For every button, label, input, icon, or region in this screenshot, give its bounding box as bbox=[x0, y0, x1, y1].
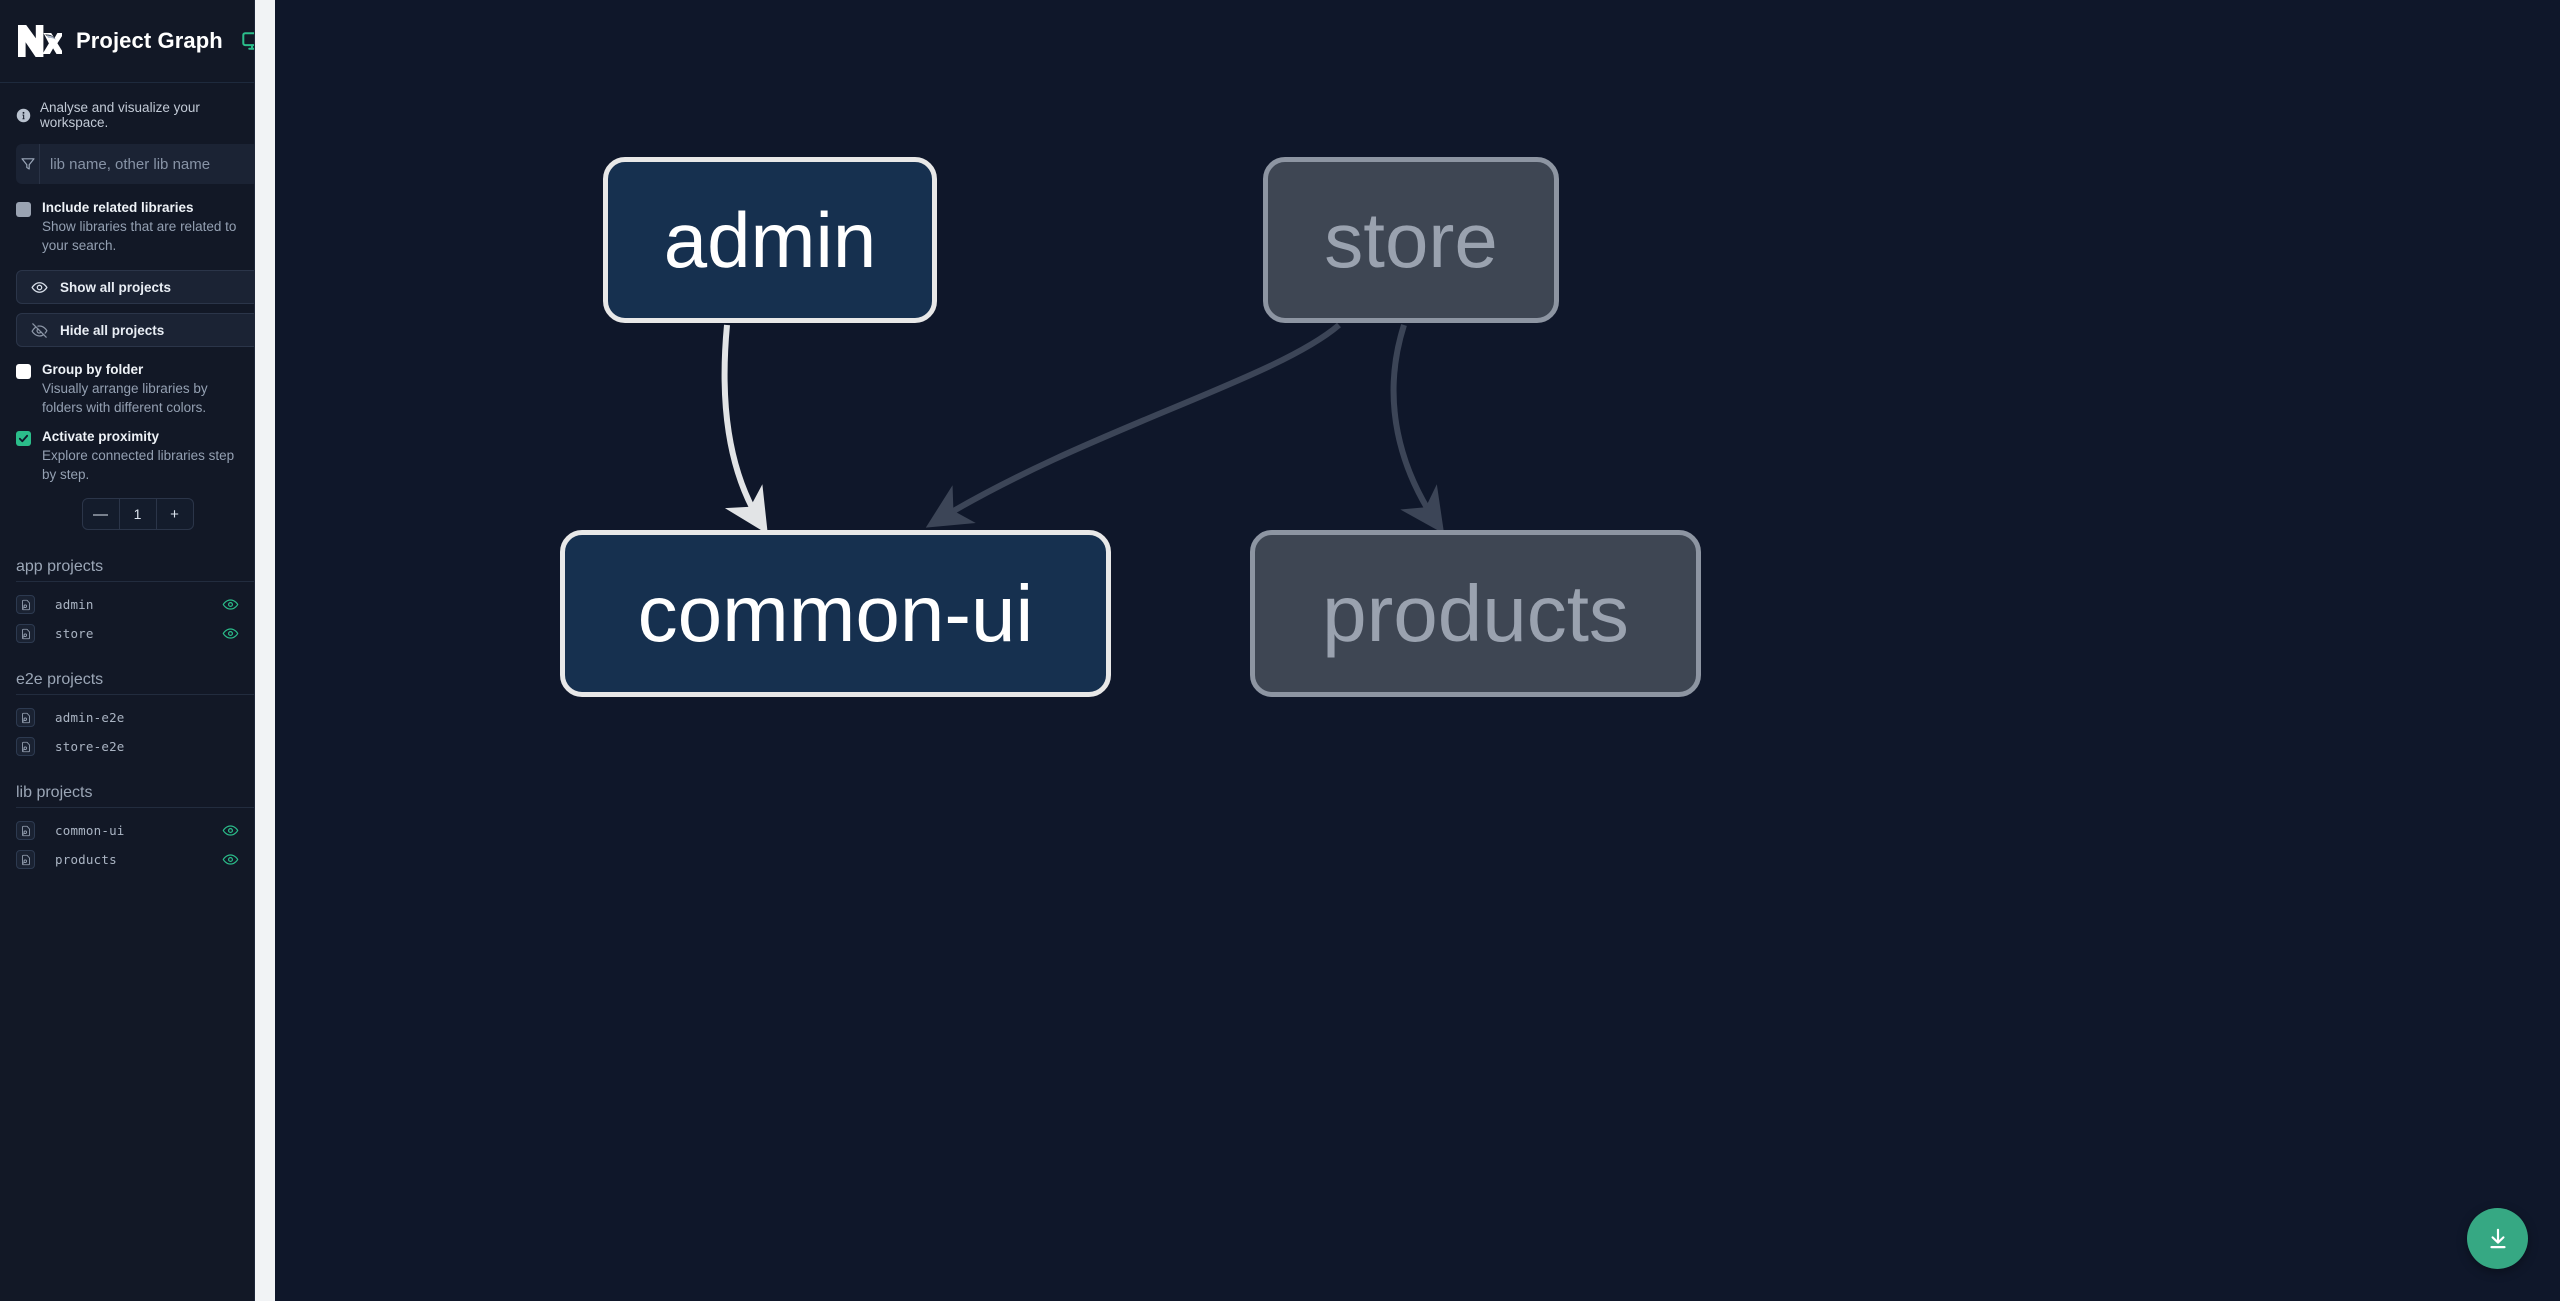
nx-logo-icon bbox=[16, 21, 62, 61]
sidebar: Project Graph Analyse and visualize your… bbox=[0, 0, 275, 1301]
info-icon bbox=[16, 108, 31, 123]
proximity-increment-button[interactable]: + bbox=[157, 499, 193, 529]
eye-off-icon bbox=[31, 322, 48, 339]
checkbox-unchecked-icon[interactable] bbox=[16, 364, 31, 379]
project-name: admin bbox=[55, 597, 94, 612]
project-list-item[interactable]: products bbox=[16, 846, 259, 873]
proximity-decrement-button[interactable]: — bbox=[83, 499, 119, 529]
project-file-icon bbox=[16, 708, 35, 727]
project-visibility-eye-icon[interactable] bbox=[222, 822, 239, 839]
project-visibility-eye-icon[interactable] bbox=[222, 596, 239, 613]
project-group-title: e2e projects bbox=[16, 671, 104, 688]
proximity-stepper[interactable]: — 1 + bbox=[81, 498, 194, 530]
graph-node-common-ui[interactable]: common-ui bbox=[560, 530, 1111, 697]
group-by-folder-label: Group by folder bbox=[42, 362, 144, 377]
sidebar-divider bbox=[254, 0, 255, 1301]
graph-node-products[interactable]: products bbox=[1250, 530, 1701, 697]
sidebar-tagline: Analyse and visualize your workspace. bbox=[0, 83, 275, 144]
activate-proximity-label: Activate proximity bbox=[42, 429, 160, 444]
project-group-title: app projects bbox=[16, 558, 104, 575]
page-title: Project Graph bbox=[76, 28, 223, 53]
download-icon bbox=[2485, 1226, 2511, 1252]
graph-node-label: store bbox=[1324, 195, 1498, 284]
graph-node-label: products bbox=[1322, 568, 1629, 658]
project-file-icon bbox=[16, 595, 35, 614]
stepper-divider bbox=[155, 499, 157, 529]
project-list-item[interactable]: store bbox=[16, 620, 259, 647]
group-by-folder-row[interactable]: Group by folder Visually arrange librari… bbox=[16, 360, 259, 417]
project-name: common-ui bbox=[55, 823, 125, 838]
show-all-projects-button[interactable]: Show all projects bbox=[16, 270, 259, 304]
hide-all-projects-button[interactable]: Hide all projects bbox=[16, 313, 259, 347]
project-visibility-eye-icon[interactable] bbox=[222, 851, 239, 868]
project-file-icon bbox=[16, 737, 35, 756]
activate-proximity-row[interactable]: Activate proximity Explore connected lib… bbox=[16, 427, 259, 484]
include-related-description: Show libraries that are related to your … bbox=[42, 219, 237, 253]
checkbox-unchecked-icon[interactable] bbox=[16, 202, 31, 217]
hide-all-projects-label: Hide all projects bbox=[60, 322, 165, 338]
download-graph-button[interactable] bbox=[2467, 1208, 2528, 1269]
checkbox-checked-icon[interactable] bbox=[16, 431, 31, 446]
project-graph-canvas[interactable]: admin store common-ui products bbox=[275, 0, 2560, 1301]
proximity-value: 1 bbox=[133, 506, 142, 522]
project-name: store bbox=[55, 626, 94, 641]
project-file-icon bbox=[16, 624, 35, 643]
project-list-item[interactable]: admin bbox=[16, 591, 259, 618]
project-list-item[interactable]: common-ui bbox=[16, 817, 259, 844]
stepper-divider bbox=[118, 499, 120, 529]
filter-funnel-icon bbox=[16, 144, 40, 184]
search-input[interactable] bbox=[40, 144, 259, 184]
graph-node-label: common-ui bbox=[637, 568, 1034, 658]
activate-proximity-description: Explore connected libraries step by step… bbox=[42, 448, 235, 482]
graph-edges bbox=[721, 322, 1445, 535]
project-file-icon bbox=[16, 821, 35, 840]
sidebar-header: Project Graph bbox=[0, 0, 275, 83]
divider bbox=[16, 807, 259, 808]
project-list-item[interactable]: store-e2e bbox=[16, 733, 259, 760]
project-name: products bbox=[55, 852, 117, 867]
graph-node-admin[interactable]: admin bbox=[603, 157, 937, 323]
graph-node-label: admin bbox=[663, 195, 877, 284]
search-bar[interactable] bbox=[16, 144, 259, 184]
divider bbox=[16, 694, 259, 695]
sidebar-scrollbar[interactable] bbox=[255, 0, 275, 1301]
group-by-folder-description: Visually arrange libraries by folders wi… bbox=[42, 381, 208, 415]
include-related-libraries-row[interactable]: Include related libraries Show libraries… bbox=[16, 198, 259, 255]
show-all-projects-label: Show all projects bbox=[60, 279, 172, 295]
project-group-title: lib projects bbox=[16, 784, 93, 801]
project-name: admin-e2e bbox=[55, 710, 125, 725]
project-group: e2e projects admin-e2e store-e2e bbox=[16, 671, 259, 760]
edge-admin-to-common-ui bbox=[721, 324, 768, 535]
project-group: app projects admin store bbox=[16, 558, 259, 647]
project-group: lib projects common-ui products bbox=[16, 784, 259, 873]
divider bbox=[16, 581, 259, 582]
tagline-text: Analyse and visualize your workspace. bbox=[40, 100, 200, 130]
graph-node-store[interactable]: store bbox=[1263, 157, 1559, 323]
project-groups: app projects admin store e2e projects admin-… bbox=[16, 558, 259, 873]
project-list-item[interactable]: admin-e2e bbox=[16, 704, 259, 731]
edge-store-to-common-ui bbox=[925, 322, 1341, 528]
include-related-label: Include related libraries bbox=[42, 200, 194, 215]
project-file-icon bbox=[16, 850, 35, 869]
edge-store-to-products bbox=[1390, 324, 1445, 534]
project-visibility-eye-icon[interactable] bbox=[222, 625, 239, 642]
eye-icon bbox=[31, 279, 48, 296]
project-name: store-e2e bbox=[55, 739, 125, 754]
